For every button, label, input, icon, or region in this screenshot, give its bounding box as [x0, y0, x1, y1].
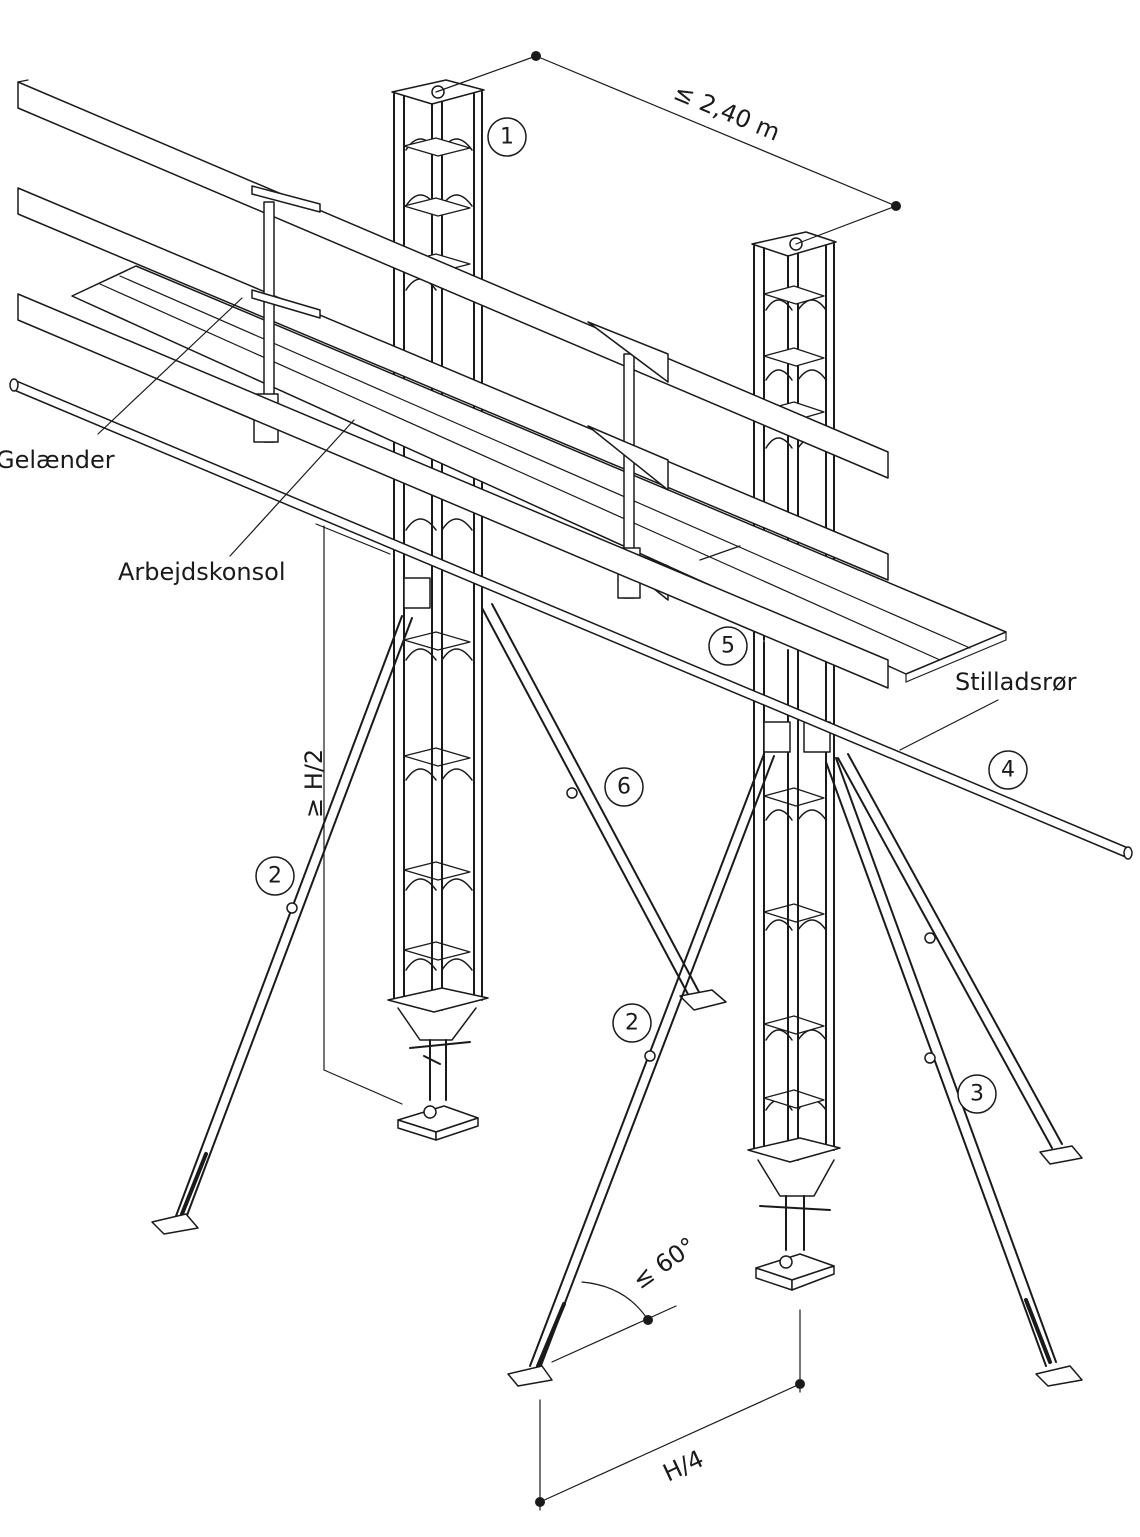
callout-4-text: 4 — [1001, 758, 1015, 783]
label-stilladsror: Stilladsrør — [899, 668, 1077, 751]
callout-2-right: 2 — [612, 1003, 652, 1043]
dim-base-label: H/4 — [659, 1445, 708, 1488]
callout-2-left: 2 — [255, 856, 295, 896]
brace-3-front — [825, 757, 1083, 1387]
callout-3: 3 — [957, 1074, 997, 1114]
callout-6: 6 — [604, 767, 644, 807]
callout-1-text: 1 — [500, 125, 514, 150]
dim-angle-label: ≤ 60° — [627, 1232, 701, 1295]
dim-spacing-label: ≤ 2,40 m — [670, 78, 784, 147]
brace-2-left — [151, 577, 431, 1235]
callout-4: 4 — [988, 750, 1028, 790]
label-arbejdskonsol: Arbejdskonsol — [118, 419, 355, 586]
callout-1: 1 — [487, 117, 527, 157]
label-arbejdskonsol-text: Arbejdskonsol — [118, 558, 285, 586]
work-platform — [71, 265, 1007, 683]
brace-6 — [481, 603, 727, 1011]
railing — [17, 79, 889, 689]
dim-height-label: ≥ H/2 — [300, 749, 328, 818]
dim-height: ≥ H/2 — [300, 523, 403, 1105]
label-gelander: Gelænder — [0, 297, 243, 474]
label-stilladsror-text: Stilladsrør — [955, 668, 1077, 696]
label-gelander-text: Gelænder — [0, 446, 115, 474]
callout-5-text: 5 — [721, 634, 735, 659]
left-tower — [387, 79, 489, 1141]
callout-5: 5 — [708, 626, 748, 666]
scaffold-tube — [9, 378, 1133, 860]
brace-3-rear — [837, 753, 1083, 1165]
dim-base: H/4 — [535, 1309, 805, 1511]
callout-6-text: 6 — [617, 775, 631, 800]
callout-3-text: 3 — [970, 1082, 984, 1107]
callout-2-right-text: 2 — [625, 1011, 639, 1036]
callout-2-left-text: 2 — [268, 864, 282, 889]
